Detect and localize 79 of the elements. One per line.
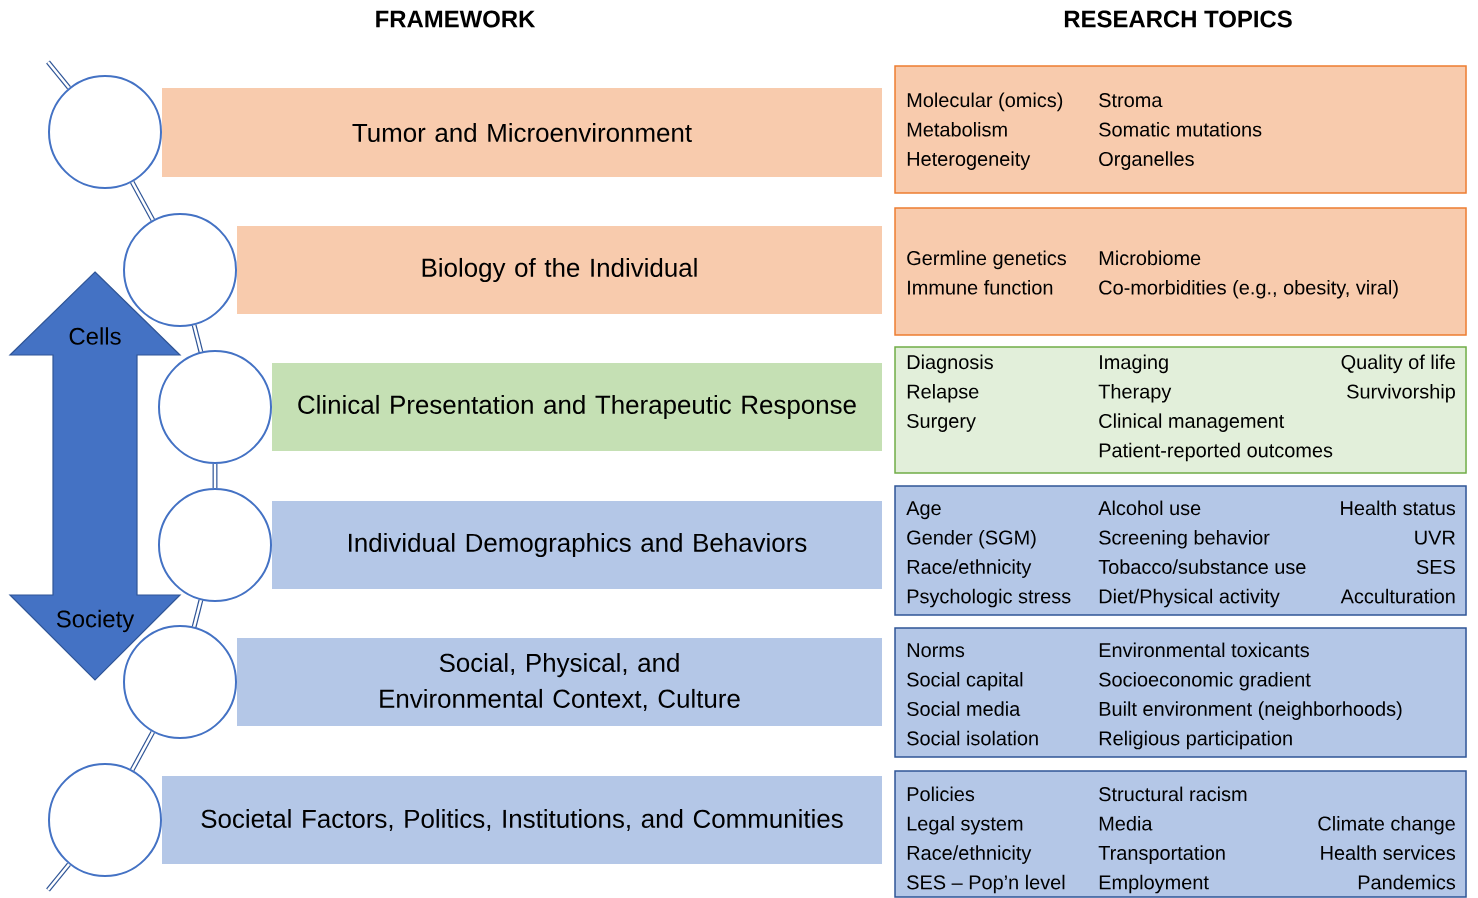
column-heading: FRAMEWORK — [376, 10, 536, 28]
topic-text: Survivorship — [1347, 383, 1455, 403]
topic-text: Social isolation — [907, 730, 1038, 746]
topic-box — [894, 207, 1467, 336]
chain-link — [212, 464, 218, 488]
circle — [158, 350, 272, 464]
topic-box — [894, 485, 1467, 616]
topic-text: Screening behavior — [1099, 529, 1270, 549]
topic-text: Policies — [907, 786, 975, 802]
topic-text: SES — [1416, 559, 1455, 574]
double-arrow — [8, 271, 182, 681]
topic-text: Health status — [1341, 500, 1456, 516]
topic-text: Quality of life — [1341, 354, 1455, 374]
topic-text: Transportation — [1098, 845, 1225, 864]
topic-text: Immune function — [908, 279, 1053, 295]
topic-text: Stroma — [1099, 93, 1163, 108]
topic-text: Race/ethnicity — [907, 845, 1032, 864]
circle — [48, 763, 162, 877]
topic-text: Metabolism — [907, 121, 1007, 137]
topic-text: Surgery — [907, 413, 976, 432]
topic-box — [894, 770, 1467, 898]
topic-text: Organelles — [1099, 151, 1194, 170]
topic-text: Tobacco/substance use — [1098, 559, 1306, 574]
topic-text: Socioeconomic gradient — [1099, 671, 1311, 691]
framework-band: Social, Physical, and Environmental Context, Culture — [237, 638, 882, 726]
topic-text: Patient-reported outcomes — [1099, 442, 1333, 462]
topic-text: Therapy — [1098, 383, 1172, 403]
framework-band: Individual Demographics and Behaviors — [272, 501, 882, 589]
topic-text: Gender (SGM) — [907, 529, 1036, 549]
topic-text: Acculturation — [1340, 588, 1455, 604]
topic-text: Somatic mutations — [1099, 121, 1262, 137]
chain-link — [130, 180, 155, 222]
topic-text: SES – Pop’n level — [907, 874, 1065, 894]
column-heading: RESEARCH TOPICS — [1064, 10, 1292, 28]
topic-text: Legal system — [907, 815, 1023, 835]
topic-text: Psychologic stress — [907, 588, 1071, 608]
arrow-label: Society — [56, 609, 135, 633]
chain-link — [191, 324, 204, 353]
topic-text: Pandemics — [1358, 874, 1456, 890]
circle — [123, 213, 237, 327]
framework-band: Tumor and Microenvironment — [162, 88, 882, 177]
topic-text: Religious participation — [1099, 730, 1292, 750]
chain-link — [191, 599, 204, 628]
topic-text: Microbiome — [1099, 250, 1201, 266]
circle — [48, 75, 162, 189]
topic-text: Imaging — [1100, 354, 1168, 374]
topic-text: Race/ethnicity — [907, 559, 1032, 578]
circle — [158, 488, 272, 602]
chain-link — [130, 730, 155, 772]
topic-text: Molecular (omics) — [907, 92, 1063, 112]
topic-text: Germline genetics — [907, 250, 1066, 270]
topic-text: Employment — [1099, 874, 1209, 894]
topic-box — [894, 65, 1467, 194]
topic-text: Health services — [1321, 845, 1456, 860]
topic-text: Social capital — [907, 671, 1023, 691]
arrow-label: Cells — [69, 327, 121, 345]
topic-text: Norms — [907, 643, 965, 658]
topic-text: Media — [1099, 815, 1153, 831]
framework-band: Clinical Presentation and Therapeutic Response — [272, 363, 882, 451]
chain-link — [46, 60, 71, 90]
topic-text: Climate change — [1318, 815, 1455, 835]
topic-text: Built environment (neighborhoods) — [1099, 701, 1402, 720]
topic-text: Clinical management — [1099, 413, 1285, 432]
topic-text: Alcohol use — [1098, 500, 1201, 516]
framework-band: Biology of the Individual — [237, 226, 882, 314]
topic-text: Heterogeneity — [907, 151, 1031, 170]
topic-text: Diet/Physical activity — [1099, 588, 1280, 608]
topic-box — [894, 627, 1467, 758]
framework-band: Societal Factors, Politics, Institutions, and Communities — [162, 776, 882, 864]
topic-text: Structural racism — [1099, 786, 1247, 802]
chain-link — [46, 862, 71, 892]
topic-text: UVR — [1415, 530, 1455, 545]
topic-text: Age — [906, 501, 941, 520]
topic-text: Relapse — [907, 383, 979, 403]
topic-box — [894, 346, 1467, 474]
topic-text: Diagnosis — [907, 354, 993, 374]
topic-text: Environmental toxicants — [1099, 642, 1309, 658]
topic-text: Co-morbidities (e.g., obesity, viral) — [1099, 279, 1398, 299]
topic-text: Social media — [907, 701, 1021, 716]
